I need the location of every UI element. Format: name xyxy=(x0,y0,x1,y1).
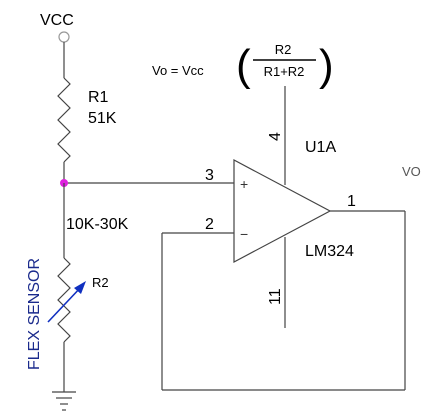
r2-name: R2 xyxy=(92,275,109,290)
flex-sensor-label: FLEX SENSOR xyxy=(26,258,43,370)
opamp-triangle xyxy=(233,159,332,263)
vcc-terminal xyxy=(58,31,70,43)
pin-2-label: 2 xyxy=(205,216,214,233)
u1a-label: U1A xyxy=(305,139,336,156)
formula-denominator: R1+R2 xyxy=(264,64,305,79)
pin-1-label: 1 xyxy=(347,193,356,210)
vcc-label: VCC xyxy=(40,12,74,29)
formula-paren-left: ( xyxy=(236,41,251,90)
sensor-arrow-head xyxy=(74,281,86,294)
r1-resistor xyxy=(57,77,71,163)
formula-lhs: Vo = Vcc xyxy=(152,63,204,78)
pin-3-label: 3 xyxy=(205,167,214,184)
formula-numerator: R2 xyxy=(275,42,292,57)
formula-paren-right: ) xyxy=(319,41,334,90)
lm324-label: LM324 xyxy=(305,243,354,260)
sensor-arrow-shaft xyxy=(47,285,83,323)
vo-output-label: VO xyxy=(402,164,421,179)
plus-sign: + xyxy=(240,176,248,192)
minus-sign: − xyxy=(240,226,248,242)
r1-name: R1 xyxy=(88,89,109,106)
flex-range-label: 10K-30K xyxy=(66,216,129,233)
pin-4-label: 4 xyxy=(267,132,284,141)
r1-value: 51K xyxy=(88,110,117,127)
r2-flex-resistor xyxy=(57,257,71,343)
pin-11-label: 11 xyxy=(267,288,284,305)
